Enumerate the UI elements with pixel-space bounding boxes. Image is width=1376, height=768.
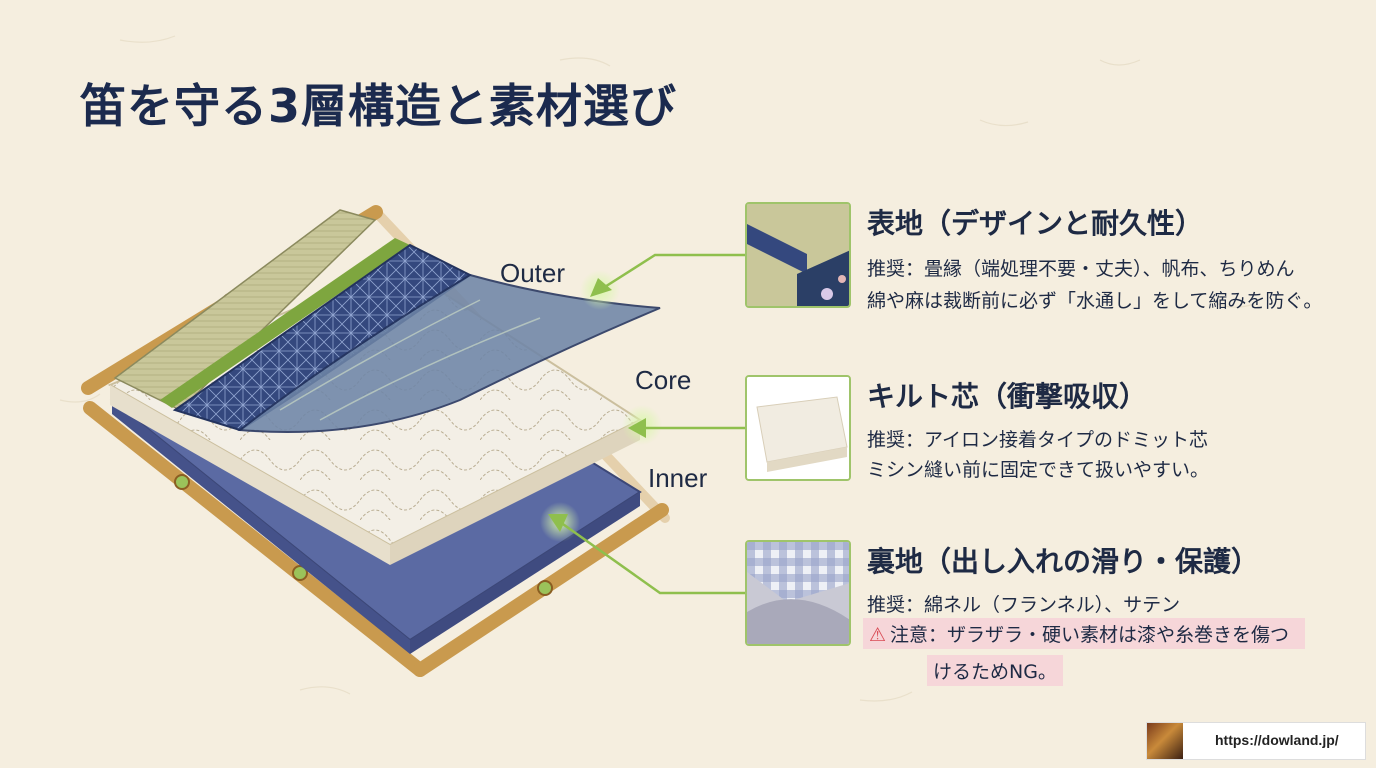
outer-layer (113, 209, 377, 411)
quilt-core-note: ミシン縫い前に固定できて扱いやすい。 (867, 459, 1210, 481)
warning-text-line2: けるためNG。 (927, 655, 1063, 686)
quilt-core-recommendation: 推奨：アイロン接着タイプのドミット芯 (867, 429, 1209, 451)
inner-label: Inner (648, 463, 708, 493)
lining-thumbnail (745, 540, 851, 646)
outer-fabric-recommendation: 推奨：畳縁（端処理不要・丈夫）、帆布、ちりめん (867, 258, 1295, 280)
outer-label: Outer (500, 258, 566, 288)
warning-icon: ⚠ (869, 624, 887, 646)
lining-recommendation: 推奨：綿ネル（フランネル）、サテン (867, 594, 1181, 616)
lining-heading: 裏地（出し入れの滑り・保護） (867, 545, 1260, 578)
page-title: 笛を守る3層構造と素材選び (80, 79, 678, 133)
outer-fabric-note: 綿や麻は裁断前に必ず「水通し」をして縮みを防ぐ。 (867, 290, 1323, 312)
outer-fabric-thumbnail (745, 202, 851, 308)
outer-fabric-panel: 表地（デザインと耐久性） 推奨：畳縁（端処理不要・丈夫）、帆布、ちりめん 綿や麻… (745, 202, 1345, 312)
footer-badge[interactable]: https://dowland.jp/ (1146, 722, 1366, 760)
lining-warning: ⚠注意：ザラザラ・硬い素材は漆や糸巻きを傷つ けるためNG。 (863, 618, 1323, 686)
warning-text-line1: 注意：ザラザラ・硬い素材は漆や糸巻きを傷つ (890, 624, 1290, 646)
quilt-core-thumbnail (745, 375, 851, 481)
quilt-core-heading: キルト芯（衝撃吸収） (867, 380, 1148, 413)
core-label: Core (635, 365, 692, 395)
footer-url[interactable]: https://dowland.jp/ (1215, 732, 1339, 748)
site-logo-icon (1147, 723, 1183, 759)
quilt-core-panel: キルト芯（衝撃吸収） 推奨：アイロン接着タイプのドミット芯 ミシン縫い前に固定で… (745, 375, 1345, 485)
lining-panel: 裏地（出し入れの滑り・保護） 推奨：綿ネル（フランネル）、サテン ⚠注意：ザラザ… (745, 540, 1345, 690)
outer-fabric-heading: 表地（デザインと耐久性） (867, 207, 1204, 240)
